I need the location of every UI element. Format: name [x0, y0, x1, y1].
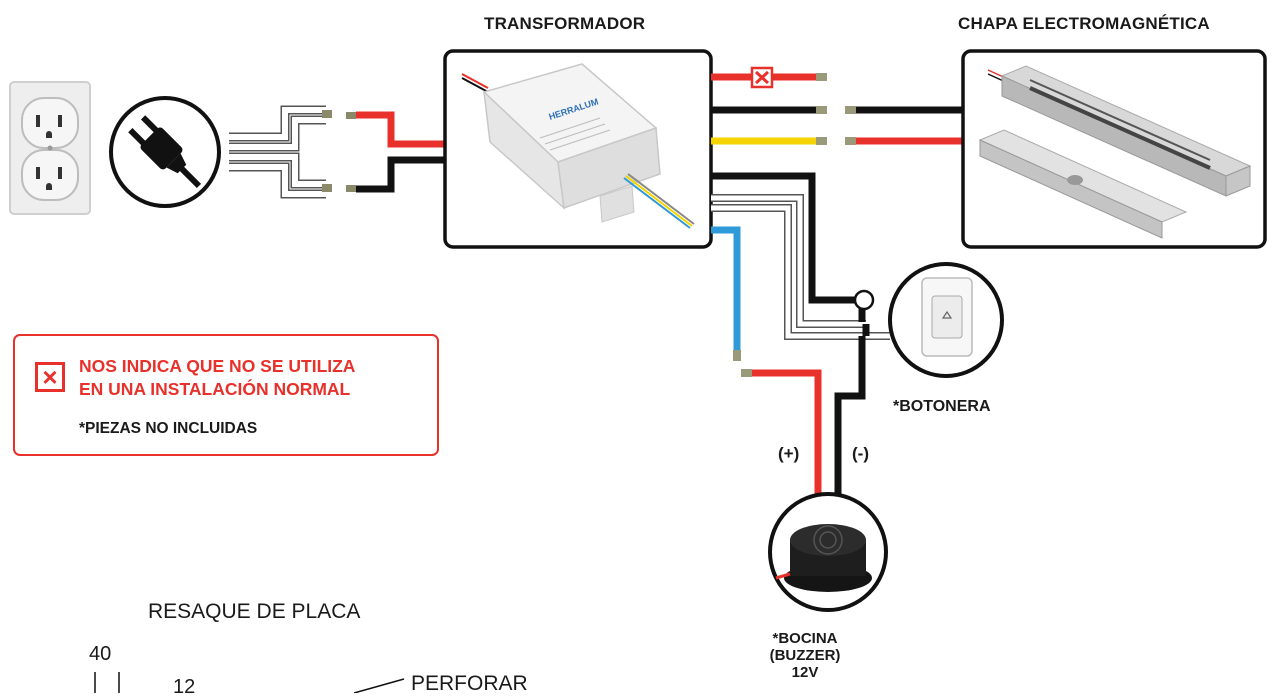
terminal-tips: [322, 110, 356, 192]
drawing-title: RESAQUE DE PLACA: [148, 600, 361, 623]
perforar-label: PERFORAR: [411, 672, 528, 695]
x-mark-icon: [750, 66, 774, 89]
transformer-icon: HERRALUM: [461, 63, 695, 229]
output-tips: [816, 73, 856, 145]
legend-line1: NOS INDICA QUE NO SE UTILIZA: [79, 356, 356, 376]
lower-wires: [711, 172, 890, 500]
button-panel-icon: [888, 262, 1004, 378]
button-panel-label: *BOTONERA: [893, 398, 991, 415]
legend-box: × NOS INDICA QUE NO SE UTILIZA EN UNA IN…: [13, 334, 439, 456]
legend-x-icon: ×: [35, 362, 65, 392]
buzzer-label: *BOCINA (BUZZER) 12V: [760, 630, 850, 681]
plate-drawing: [94, 672, 405, 693]
lower-tips: [733, 289, 875, 377]
legend-line2: EN UNA INSTALACIÓN NORMAL: [79, 379, 351, 399]
buzzer-label-line2: (BUZZER): [769, 647, 841, 664]
positive-label: (+): [778, 444, 800, 463]
buzzer-icon: [768, 492, 888, 612]
dimension-40: 40: [89, 643, 112, 665]
legend-line3: *PIEZAS NO INCLUIDAS: [79, 420, 258, 437]
transformer-title: TRANSFORMADOR: [484, 14, 646, 33]
plug-cable: [229, 105, 326, 199]
mains-wires: [356, 111, 446, 193]
dimension-12: 12: [173, 676, 196, 698]
maglock-title: CHAPA ELECTROMAGNÉTICA: [958, 14, 1210, 33]
chapa-wires: [856, 106, 963, 145]
maglock-icon: [978, 65, 1252, 239]
buzzer-label-line1: *BOCINA: [772, 630, 838, 647]
output-wires: [711, 73, 818, 145]
negative-label: (-): [852, 444, 869, 463]
outlet-icon: [9, 81, 91, 215]
buzzer-label-line3: 12V: [791, 664, 819, 681]
plug-icon: [109, 96, 221, 208]
